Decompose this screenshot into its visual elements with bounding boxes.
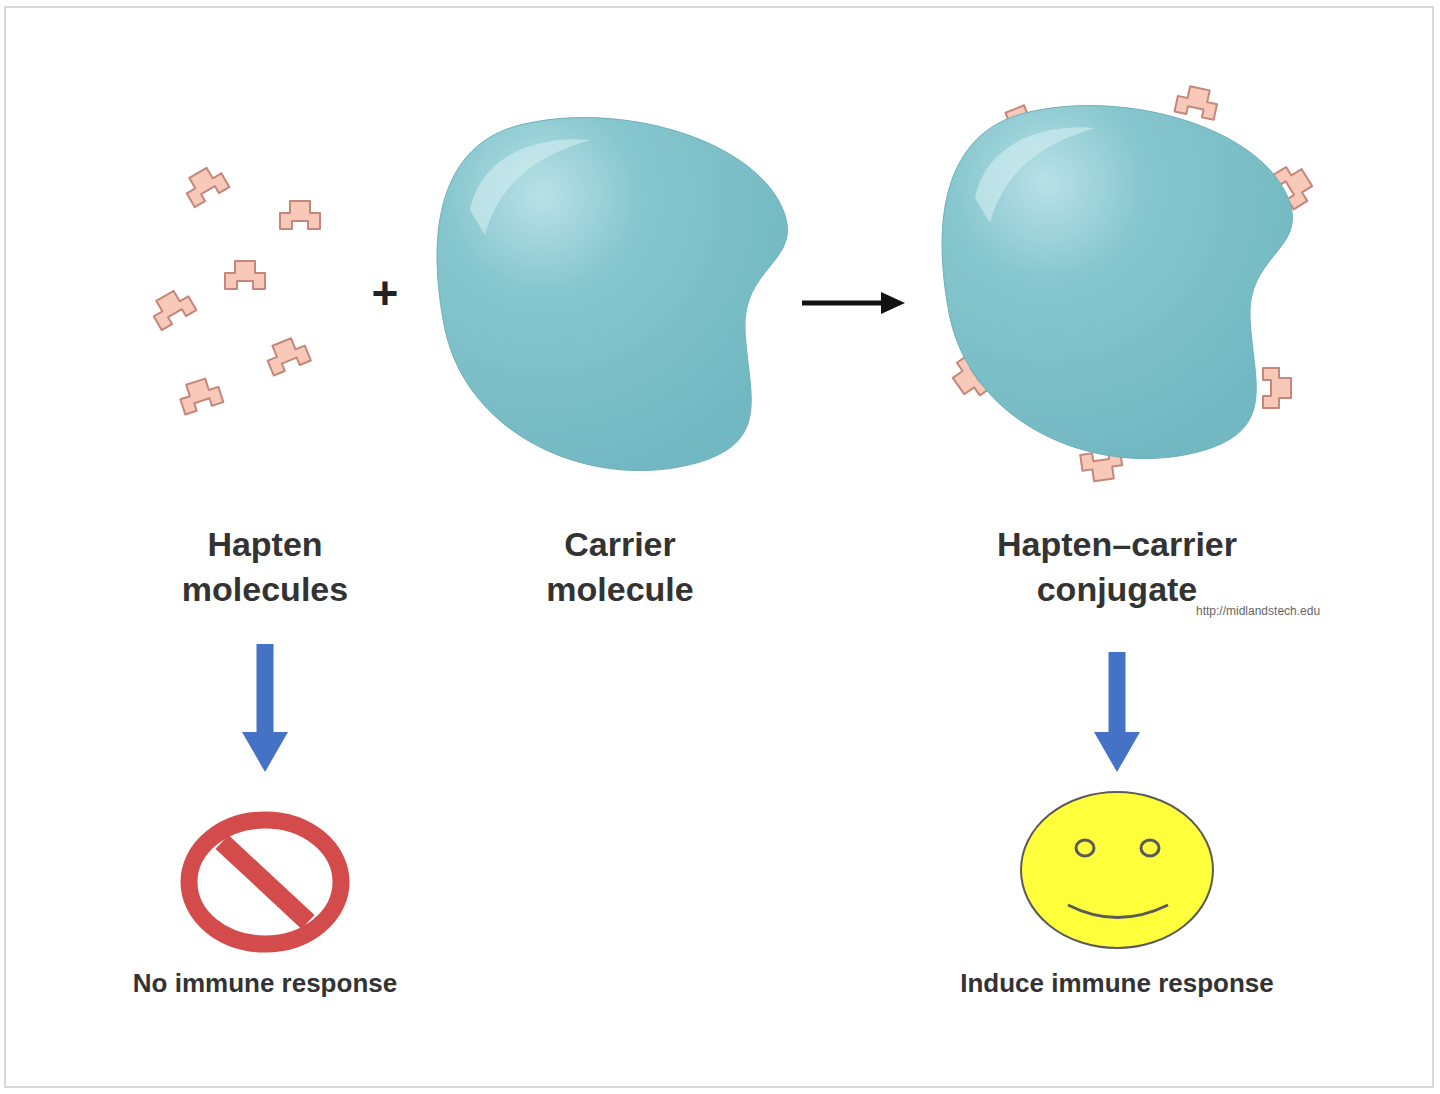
node-label: Carrier molecule: [505, 522, 735, 612]
carrier-blob: [437, 118, 787, 471]
block-arrow: [1094, 652, 1140, 772]
node-label: Hapten molecules: [145, 522, 385, 612]
node-label: No immune response: [133, 966, 397, 1000]
prohibition-symbol: [189, 820, 341, 944]
source-url: http://midlandstech.edu: [1196, 604, 1320, 618]
node-label: Hapten–carrier conjugate: [952, 522, 1282, 612]
smiley-face: [1021, 792, 1213, 948]
conjugate-blob: [942, 84, 1317, 482]
response-symbol: Induce immune response: [917, 780, 1317, 1000]
conjugate-molecule: Hapten–carrier conjugate: [917, 80, 1317, 612]
hapten-shapes: [148, 163, 320, 415]
plus-sign: +: [372, 266, 399, 320]
node-label: Induce immune response: [960, 966, 1274, 1000]
no-response-symbol: No immune response: [100, 800, 430, 1000]
block-arrow: [242, 644, 288, 772]
reaction-arrow: [802, 292, 905, 314]
carrier-molecule: Carrier molecule: [440, 110, 800, 612]
hapten-group: Hapten molecules: [140, 150, 390, 612]
